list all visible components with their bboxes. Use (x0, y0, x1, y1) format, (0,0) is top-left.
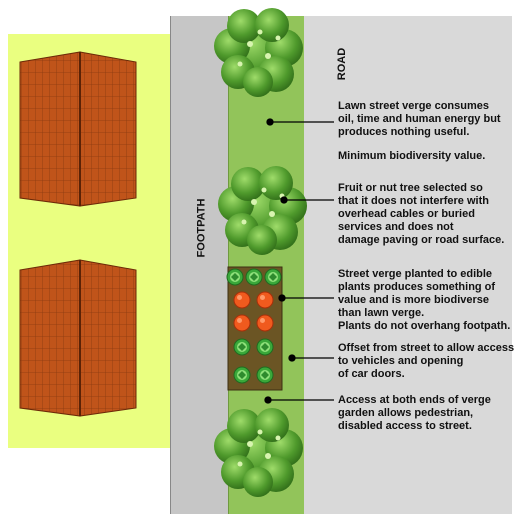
road-area (304, 16, 512, 514)
note-edible-verge: Street verge planted to edible plants pr… (338, 268, 511, 332)
note-offset: Offset from street to allow access to ve… (338, 342, 515, 380)
note-access: Access at both ends of verge garden allo… (338, 394, 491, 432)
fruit-tree-middle (218, 166, 307, 255)
house-roof-bottom (19, 259, 137, 417)
footpath-label: FOOTPATH (195, 198, 208, 258)
edible-garden-bed (226, 266, 283, 391)
note-lawn: Lawn street verge consumes oil, time and… (338, 100, 501, 138)
tree-top (214, 8, 303, 97)
tree-bottom (214, 408, 303, 497)
footpath-strip (170, 16, 229, 514)
house-roof-top (19, 51, 137, 207)
note-fruit-tree: Fruit or nut tree selected so that it do… (338, 182, 505, 246)
callout-lines (264, 118, 334, 404)
note-biodiversity: Minimum biodiversity value. (338, 150, 486, 162)
road-label: ROAD (336, 47, 349, 81)
